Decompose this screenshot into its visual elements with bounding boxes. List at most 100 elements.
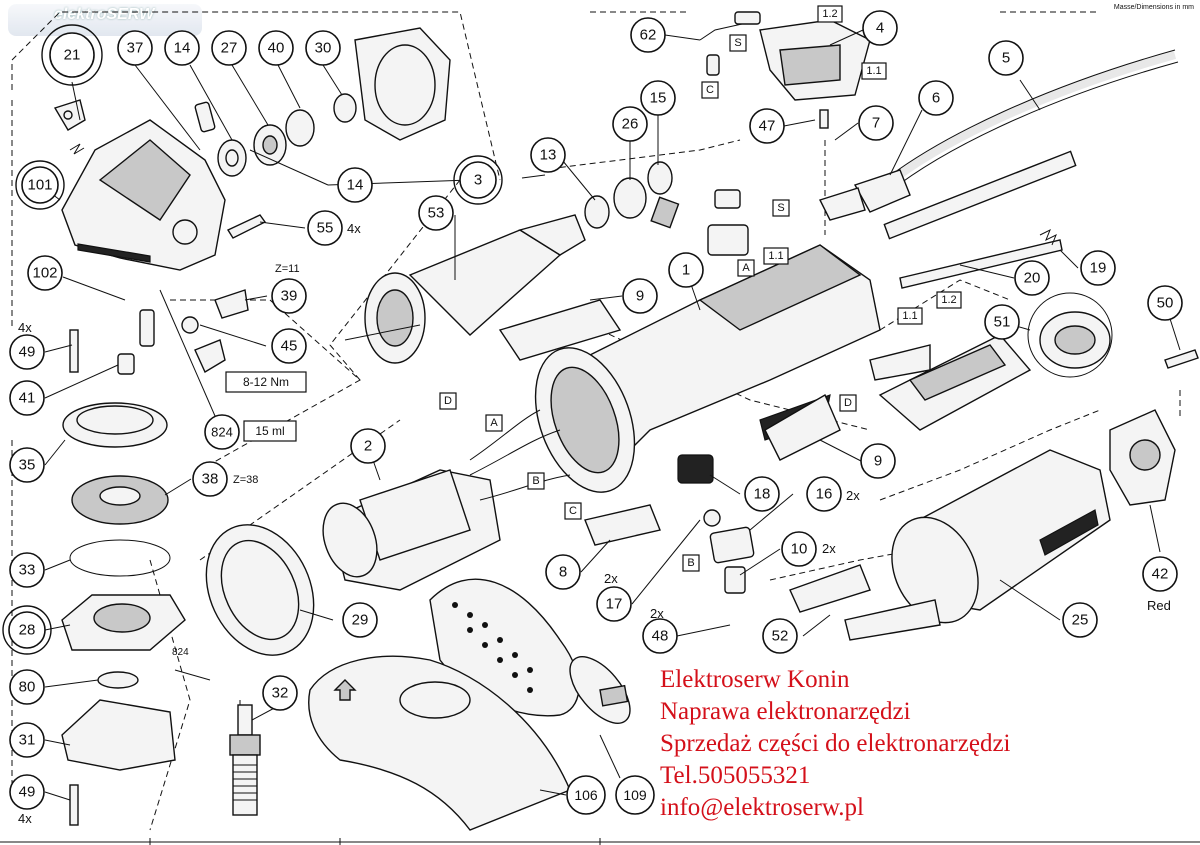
- callout-39: 39: [271, 278, 307, 314]
- connector-tags: 1.2 S 1.1 C S A 1.1 1.2 1.1 D D A B C B …: [225, 5, 962, 572]
- callout-47-label: 47: [759, 118, 776, 135]
- spindle: [229, 704, 261, 816]
- tag-torque-label: 8-12 Nm: [243, 375, 289, 389]
- callout-49a-label: 49: [19, 344, 36, 361]
- armature: [344, 161, 673, 364]
- tag-1-1-top: 1.1: [861, 62, 887, 80]
- switch-and-rod: [883, 150, 1077, 289]
- advert-email[interactable]: info@elektroserw.pl: [660, 794, 864, 821]
- callout-3-label: 3: [474, 172, 482, 189]
- callout-52: 52: [762, 618, 798, 654]
- callout-109-label: 109: [623, 787, 647, 803]
- callout-26-label: 26: [622, 116, 639, 133]
- callout-824-label: 824: [211, 425, 233, 440]
- callout-27: 27: [211, 30, 247, 66]
- callout-29: 29: [342, 602, 378, 638]
- screws: [69, 109, 1199, 826]
- tag-1-2-top: 1.2: [817, 5, 843, 23]
- callout-20: 20: [1014, 260, 1050, 296]
- annotations: 4x 4x Z=11 Z=38 2x 2x 2x 2x 4x Red 824: [18, 221, 1171, 826]
- gear-head-housing: [61, 119, 226, 271]
- advert-phone[interactable]: Tel.505055321: [660, 762, 811, 789]
- callout-102: 102: [27, 255, 63, 291]
- callout-21-label: 21: [64, 47, 81, 64]
- callout-4: 4: [862, 10, 898, 46]
- callout-42: 42: [1142, 556, 1178, 592]
- note-48-qty: 2x: [650, 606, 664, 621]
- tag-s-mid: S: [772, 199, 790, 217]
- note-10-qty: 2x: [822, 541, 836, 556]
- rear-housing: [891, 449, 1111, 624]
- bearings-row: [217, 27, 451, 177]
- tag-s-mid-label: S: [777, 202, 784, 214]
- callout-39-label: 39: [281, 288, 298, 305]
- callout-109: 109: [615, 775, 655, 815]
- note-17-qty: 2x: [604, 571, 618, 586]
- callout-32-label: 32: [272, 685, 289, 702]
- callout-3: 3: [453, 155, 503, 205]
- callout-28-label: 28: [19, 622, 36, 639]
- tag-b-left-label: B: [532, 475, 539, 487]
- callout-48-label: 48: [652, 628, 669, 645]
- callout-48: 48: [642, 618, 678, 654]
- callout-50: 50: [1147, 285, 1183, 321]
- tag-1-2-right-label: 1.2: [941, 294, 956, 306]
- advert-repair: Naprawa elektronarzędzi: [660, 698, 911, 725]
- callout-33-label: 33: [19, 562, 36, 579]
- callout-80-label: 80: [19, 679, 36, 696]
- callout-49b: 49: [9, 774, 45, 810]
- tag-c-top-label: C: [706, 84, 714, 96]
- callout-80: 80: [9, 669, 45, 705]
- spindle-lock-button: [53, 99, 86, 131]
- note-red: Red: [1147, 598, 1171, 613]
- callout-1-label: 1: [682, 262, 690, 279]
- callout-51-label: 51: [994, 314, 1011, 331]
- tag-1-2-right: 1.2: [936, 291, 962, 309]
- bottom-border: [0, 838, 1200, 845]
- callout-30-label: 30: [315, 40, 332, 57]
- tag-1-1-top-label: 1.1: [866, 65, 881, 77]
- callout-27-label: 27: [221, 40, 238, 57]
- tag-d-right: D: [839, 394, 857, 412]
- note-824-small: 824: [172, 647, 189, 658]
- note-49b-qty: 4x: [18, 811, 32, 826]
- callout-14b: 14: [337, 167, 373, 203]
- note-z11: Z=11: [275, 263, 300, 275]
- watermark-logo: elektroSERW: [8, 4, 202, 36]
- wheel-guard: [308, 655, 571, 831]
- callout-53-label: 53: [428, 205, 445, 222]
- callout-9a: 9: [622, 278, 658, 314]
- callout-19-label: 19: [1090, 260, 1107, 277]
- callout-32: 32: [262, 675, 298, 711]
- callout-14a: 14: [164, 30, 200, 66]
- tag-s-top: S: [729, 34, 747, 52]
- callout-10: 10: [781, 531, 817, 567]
- callout-30: 30: [305, 30, 341, 66]
- callout-9b: 9: [860, 443, 896, 479]
- callout-18: 18: [744, 476, 780, 512]
- callout-20-label: 20: [1024, 270, 1041, 287]
- callout-824: 824: [204, 414, 240, 450]
- callout-14b-label: 14: [347, 177, 364, 194]
- carbon-brush-holder-top: [699, 11, 871, 101]
- tag-d-left-label: D: [444, 395, 452, 407]
- callout-31-label: 31: [19, 732, 36, 749]
- callout-106: 106: [566, 775, 606, 815]
- callout-35-label: 35: [19, 457, 36, 474]
- brush-holders: [650, 189, 755, 594]
- callout-13: 13: [530, 137, 566, 173]
- callout-40-label: 40: [268, 40, 285, 57]
- callout-15: 15: [640, 80, 676, 116]
- callout-18-label: 18: [754, 486, 771, 503]
- callout-17-label: 17: [606, 596, 623, 613]
- advert-company: Elektroserw Konin: [660, 666, 850, 693]
- callout-38-label: 38: [202, 471, 219, 488]
- note-55-qty: 4x: [347, 221, 361, 236]
- callout-19: 19: [1080, 250, 1116, 286]
- callout-101: 101: [15, 160, 65, 210]
- callout-51: 51: [984, 304, 1020, 340]
- tag-d-right-label: D: [844, 397, 852, 409]
- callout-37: 37: [117, 30, 153, 66]
- tag-1-2-top-label: 1.2: [822, 8, 837, 20]
